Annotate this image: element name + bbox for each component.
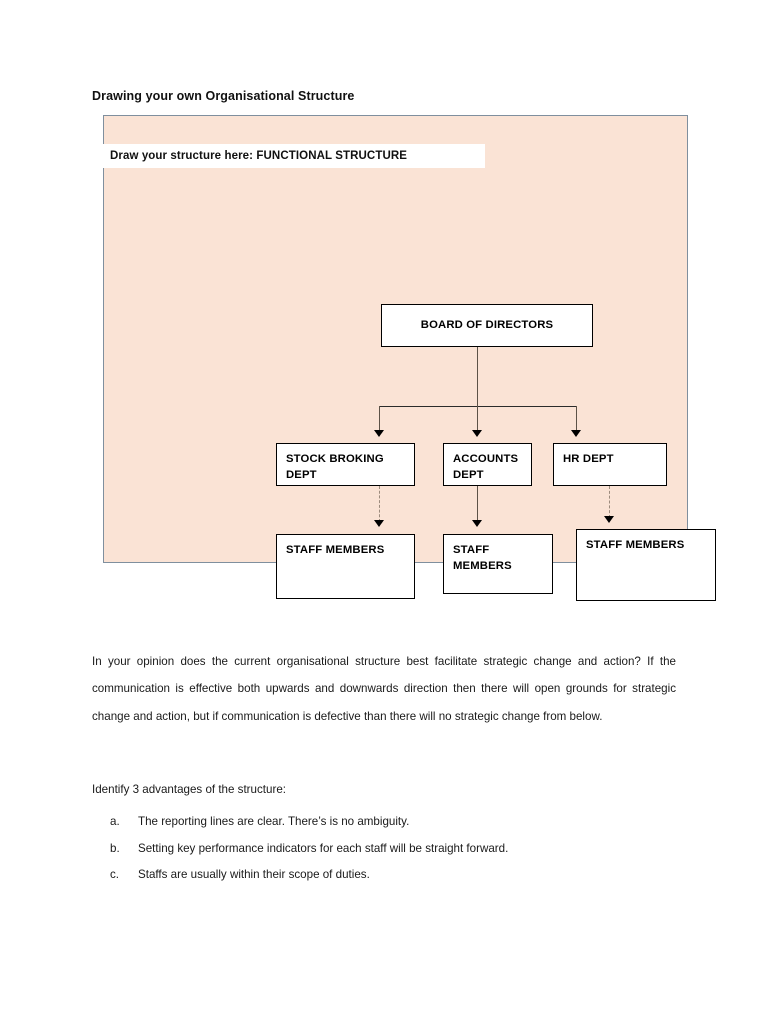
- connector-accounts-to-staff: [477, 486, 478, 522]
- advantages-prompt: Identify 3 advantages of the structure:: [92, 783, 286, 796]
- list-marker: a.: [110, 815, 120, 828]
- list-marker: c.: [110, 868, 120, 882]
- connector-board-trunk: [477, 347, 478, 406]
- node-stock-broking-dept[interactable]: STOCK BROKING DEPT: [276, 443, 415, 486]
- node-staff-members-hr[interactable]: STAFF MEMBERS: [576, 529, 716, 601]
- connector-stock-to-staff: [379, 486, 380, 522]
- list-item: c. Staffs are usually within their scope…: [110, 862, 680, 889]
- arrowhead-staff-one-icon: [374, 520, 384, 527]
- arrowhead-accounts-icon: [472, 430, 482, 437]
- connector-board-to-hr: [576, 406, 577, 432]
- list-text: The reporting lines are clear. There’s i…: [138, 815, 410, 828]
- arrowhead-stock-icon: [374, 430, 384, 437]
- node-staff-members-stock[interactable]: STAFF MEMBERS: [276, 534, 415, 599]
- connector-hr-to-staff: [609, 486, 610, 518]
- node-hr-dept[interactable]: HR DEPT: [553, 443, 667, 486]
- connector-board-to-accounts: [477, 406, 478, 432]
- opinion-paragraph: In your opinion does the current organis…: [92, 655, 676, 723]
- list-text: Staffs are usually within their scope of…: [138, 868, 370, 882]
- advantages-list: a. The reporting lines are clear. There’…: [110, 809, 680, 889]
- diagram-label-field[interactable]: Draw your structure here: FUNCTIONAL STR…: [101, 144, 485, 168]
- arrowhead-staff-two-icon: [472, 520, 482, 527]
- list-item: b. Setting key performance indicators fo…: [110, 836, 680, 863]
- list-marker: b.: [110, 841, 120, 855]
- node-staff-members-accounts[interactable]: STAFF MEMBERS: [443, 534, 553, 594]
- connector-board-to-stock: [379, 406, 380, 432]
- node-board-of-directors[interactable]: BOARD OF DIRECTORS: [381, 304, 593, 347]
- connector-horizontal-bar: [379, 406, 577, 407]
- list-item: a. The reporting lines are clear. There’…: [110, 809, 680, 836]
- page-title: Drawing your own Organisational Structur…: [92, 89, 355, 103]
- arrowhead-staff-three-icon: [604, 516, 614, 523]
- diagram-label-text: Draw your structure here: FUNCTIONAL STR…: [110, 150, 408, 162]
- diagram-canvas: BOARD OF DIRECTORS STOCK BROKING DEPT AC…: [103, 115, 716, 601]
- arrowhead-hr-icon: [571, 430, 581, 437]
- node-accounts-dept[interactable]: ACCOUNTS DEPT: [443, 443, 532, 486]
- list-text: Setting key performance indicators for e…: [138, 841, 509, 855]
